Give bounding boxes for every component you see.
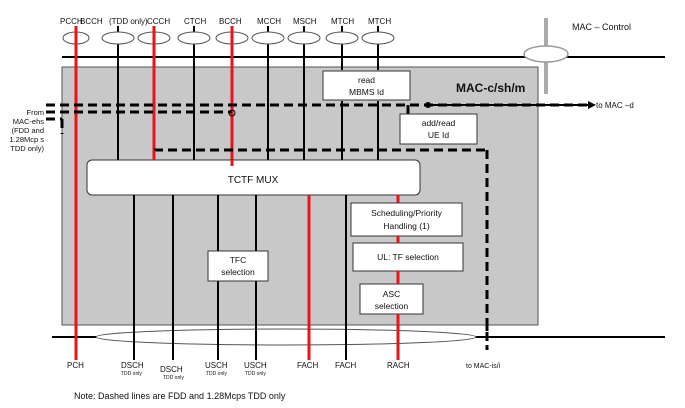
bcch-junction bbox=[228, 109, 236, 117]
msch-label: MSCH bbox=[293, 17, 317, 26]
tfc-box bbox=[207, 250, 269, 282]
scheduling-line2: Handling (1) bbox=[383, 221, 429, 231]
read-mbms-line1: read bbox=[358, 75, 375, 85]
mtch2-label: MTCH bbox=[368, 17, 391, 26]
to-mac-d-label: to MAC –d bbox=[596, 101, 634, 110]
dsch2-tdd: TDD only bbox=[163, 375, 184, 381]
from-mac-ehs-label: From MAC-ehs (FDD and 1.28Mcp s TDD only… bbox=[9, 108, 44, 153]
ccch-label: CCCH bbox=[147, 17, 170, 26]
junction-dot bbox=[425, 102, 431, 108]
usch2-tdd: TDD only bbox=[245, 371, 266, 377]
scheduling-box bbox=[350, 202, 463, 237]
scheduling-line1: Scheduling/Priority bbox=[371, 208, 443, 218]
rach-label: RACH bbox=[387, 361, 410, 370]
top-channel-lines bbox=[74, 26, 379, 360]
mtch1-label: MTCH bbox=[331, 17, 354, 26]
add-read-ue-line1: add/read bbox=[422, 118, 456, 128]
bottom-channel-labels: PCH DSCH DSCH USCH USCH FACH FACH RACH t… bbox=[67, 361, 501, 374]
mcch-sap bbox=[251, 31, 285, 45]
bottom-crossings bbox=[74, 325, 489, 360]
tctf-mux-box bbox=[86, 159, 421, 196]
fach2-label: FACH bbox=[335, 361, 357, 370]
read-mbms-box bbox=[322, 70, 411, 101]
usch1-tdd: TDD only bbox=[206, 371, 227, 377]
usch2-label: USCH bbox=[244, 361, 267, 370]
add-read-ue-line2: UE Id bbox=[428, 130, 450, 140]
dsch2-label: DSCH bbox=[160, 365, 183, 374]
tfc-line1: TFC bbox=[230, 255, 247, 265]
mtch1-sap bbox=[325, 31, 359, 45]
from-line2: MAC-ehs bbox=[13, 117, 45, 126]
from-line4: 1.28Mcp s bbox=[9, 135, 44, 144]
from-line1: From bbox=[27, 108, 45, 117]
usch1-label: USCH bbox=[205, 361, 228, 370]
bcch-tdd-sap bbox=[101, 31, 135, 45]
to-mac-is-label: to MAC-is/i bbox=[466, 363, 501, 370]
read-mbms-line2: MBMS Id bbox=[349, 87, 384, 97]
dsch1-label: DSCH bbox=[121, 361, 144, 370]
bcch-tdd-label: BCCH bbox=[80, 17, 103, 26]
fach1-label: FACH bbox=[297, 361, 319, 370]
mcch-label: MCCH bbox=[257, 17, 281, 26]
bcch-label: BCCH bbox=[219, 17, 242, 26]
tdd-only-small-labels: TDD only TDD only TDD only TDD only bbox=[121, 371, 266, 381]
from-line3: (FDD and bbox=[11, 126, 44, 135]
add-read-ue-box bbox=[399, 113, 478, 145]
ctch-sap bbox=[177, 31, 211, 45]
transport-ellipse bbox=[95, 328, 477, 346]
ul-tf-label: UL: TF selection bbox=[377, 252, 439, 262]
ul-tf-box bbox=[352, 242, 464, 272]
top-channel-labels: PCCH BCCH (TDD only) CCCH CTCH BCCH MCCH… bbox=[60, 17, 391, 26]
pch-label: PCH bbox=[67, 361, 84, 370]
msch-sap bbox=[287, 31, 321, 45]
mac-control-label: MAC – Control bbox=[572, 22, 631, 32]
to-mac-d-arrow bbox=[588, 101, 596, 109]
top-ellipses bbox=[62, 31, 395, 45]
mtch2-sap bbox=[361, 31, 395, 45]
ctch-label: CTCH bbox=[184, 17, 206, 26]
dashed-note: Note: Dashed lines are FDD and 1.28Mcps … bbox=[74, 391, 286, 401]
mac-entity-box bbox=[61, 66, 539, 326]
pcch-label: PCCH bbox=[60, 17, 83, 26]
tfc-line2: selection bbox=[221, 267, 255, 277]
asc-line2: selection bbox=[375, 301, 409, 311]
asc-box bbox=[359, 283, 424, 315]
tdd-only-label: (TDD only) bbox=[109, 17, 148, 26]
control-ellipse bbox=[523, 45, 569, 63]
mac-title: MAC-c/sh/m bbox=[456, 81, 525, 95]
asc-line1: ASC bbox=[383, 289, 400, 299]
from-line5: TDD only) bbox=[10, 144, 44, 153]
dsch1-tdd: TDD only bbox=[121, 371, 142, 377]
tctf-mux-label: TCTF MUX bbox=[228, 175, 279, 186]
